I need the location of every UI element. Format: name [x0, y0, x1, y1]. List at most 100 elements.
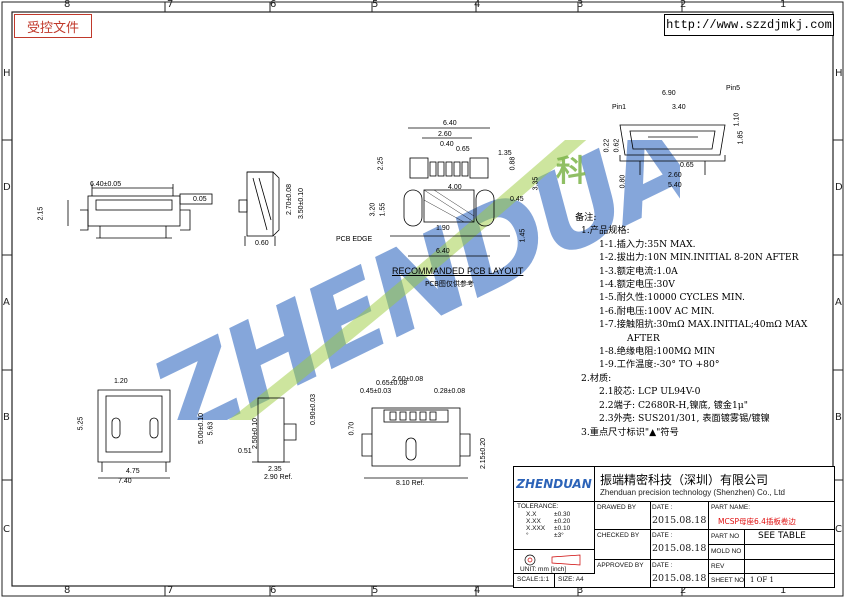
date-label: DATE :	[652, 504, 673, 511]
projection-cell: UNIT: mm [inch]	[514, 549, 595, 574]
dim-label: 2.60	[438, 131, 452, 138]
frame-letter-right: H	[835, 68, 843, 79]
dim-label: 2.70±0.08	[286, 183, 294, 216]
dim-label: 3.20	[369, 202, 377, 217]
company-logo: ZHENDUAN	[514, 467, 595, 501]
note-line: 1.产品规格:	[581, 225, 630, 237]
note-line: 2.2端子: C2680R-H,镍底, 镀金1μ"	[599, 399, 749, 411]
note-line: 1-4.额定电压:30V	[599, 279, 675, 291]
dim-label: 5.00±0.10	[198, 412, 206, 445]
dim-label: 0.70	[348, 421, 356, 436]
dim-label: 2.90 Ref.	[264, 474, 293, 481]
date-value: 2015.08.18	[652, 573, 707, 584]
signoff-column: DRAWED BY CHECKED BY APPROVED BY	[594, 501, 651, 587]
dim-label: 2.35	[268, 466, 282, 473]
frame-number-bottom: 1	[780, 585, 787, 596]
dim-label: 5.40	[668, 182, 682, 189]
dim-label: 1.55	[379, 202, 387, 217]
dim-label: 5.25	[77, 416, 85, 431]
sheet-label: SHEET NO	[711, 577, 745, 584]
frame-number-top: 2	[680, 0, 687, 10]
tolerance-value: ±0.20	[554, 518, 571, 525]
part-name-label: PART NAME:	[711, 504, 751, 511]
dim-label: 0.62	[613, 138, 621, 153]
date-column: DATE : 2015.08.18 DATE : 2015.08.18 DATE…	[650, 501, 709, 587]
tolerance-key: X.XX	[526, 518, 541, 525]
dim-label: 2.25	[377, 156, 385, 171]
front-bottom-view-drawing	[361, 407, 471, 479]
note-line: 2.1胶芯: LCP UL94V-0	[599, 386, 701, 398]
part-no-value: SEE TABLE	[758, 531, 806, 541]
frame-number-bottom: 5	[372, 585, 379, 596]
sheet-value: 1 OF 1	[750, 576, 774, 584]
date-label: DATE :	[652, 532, 673, 539]
dim-label: 3.50±0.10	[298, 187, 306, 220]
frame-number-top: 1	[780, 0, 787, 10]
notes-heading: 备注:	[575, 212, 597, 223]
tolerance-value: ±0.30	[554, 511, 571, 518]
note-line: AFTER	[627, 332, 660, 344]
dim-label: 8.10 Ref.	[396, 480, 425, 487]
note-line: 1-3.额定电流:1.0A	[599, 265, 678, 277]
dim-label: 2.60	[668, 172, 682, 179]
website-url[interactable]: http://www.szzdjmkj.com	[664, 14, 834, 36]
tolerance-value: ±0.10	[554, 525, 571, 532]
date-value: 2015.08.18	[652, 543, 707, 554]
frame-letter-right: A	[835, 297, 842, 308]
dim-label: 0.40	[440, 141, 454, 148]
dim-label: 4.75	[126, 468, 140, 475]
controlled-document-stamp: 受控文件	[14, 14, 92, 38]
frame-letter-left: A	[3, 297, 10, 308]
note-line: 1-6.耐电压:100V AC MIN.	[599, 305, 715, 317]
frame-number-top: 3	[577, 0, 584, 10]
company-name-cn: 振端精密科技（深圳）有限公司	[600, 473, 769, 487]
note-line: 1-9.工作温度:-30° TO +80°	[599, 359, 720, 371]
dim-label: 0.88	[509, 156, 517, 171]
dim-label: 6.40±0.05	[90, 181, 122, 188]
title-block: ZHENDUAN 振端精密科技（深圳）有限公司 Zhenduan precisi…	[513, 466, 835, 588]
frame-number-top: 6	[270, 0, 277, 10]
frame-letter-left: D	[3, 182, 11, 193]
frame-letter-right: B	[835, 412, 842, 423]
frame-number-bottom: 8	[64, 585, 71, 596]
frame-number-top: 4	[474, 0, 481, 10]
dim-label: 6.40	[436, 248, 450, 255]
frame-number-bottom: 2	[680, 585, 687, 596]
date-value: 2015.08.18	[652, 515, 707, 526]
note-line: 2.材质:	[581, 372, 612, 384]
frame-letter-left: B	[3, 412, 10, 423]
dim-label: 1.10	[733, 112, 741, 127]
dim-label: 6.40	[443, 120, 457, 127]
dim-label: 0.28±0.08	[434, 388, 466, 395]
tolerance-row: X.XXX ±0.10	[526, 525, 586, 532]
watermark-accent-glyph: 科	[556, 154, 586, 189]
tolerance-key: °	[526, 532, 529, 539]
spec-notes: 备注: 1.产品规格:1-1.插入力:35N MAX.1-2.拔出力:10N M…	[575, 211, 815, 439]
note-line: 1-8.绝缘电阻:100MΩ MIN	[599, 346, 716, 358]
drawn-by-label: DRAWED BY	[597, 504, 637, 511]
dim-label: 0.65	[456, 146, 470, 153]
part-name-value: MCSP母座6.4插板卷边	[718, 517, 796, 526]
tolerance-key: X.X	[526, 511, 537, 518]
frame-number-bottom: 3	[577, 585, 584, 596]
dim-label: 1.85	[737, 130, 745, 145]
note-line: 1-7.接触阻抗:30mΩ MAX.INITIAL;40mΩ MAX	[599, 319, 808, 331]
frame-number-top: 5	[372, 0, 379, 10]
pin1-label: Pin1	[612, 104, 627, 111]
pcb-layout-subtitle: PCB图仅供参考	[425, 280, 474, 288]
note-line: 1-5.耐久性:10000 CYCLES MIN.	[599, 292, 745, 304]
dim-label: 7.40	[118, 478, 132, 485]
company-name-en: Zhenduan precision technology (Shenzhen)…	[600, 488, 786, 497]
mold-no-label: MOLD NO	[711, 548, 742, 555]
part-no-label: PART NO	[711, 533, 740, 540]
tolerance-key: X.XXX	[526, 525, 546, 532]
tolerance-row: X.X ±0.30	[526, 511, 586, 518]
tolerance-row: X.XX ±0.20	[526, 518, 586, 525]
top-right-view-drawing	[619, 124, 726, 175]
frame-letter-right: C	[835, 524, 842, 535]
frame-letter-left: H	[3, 68, 11, 79]
dim-label: 0.80	[619, 174, 627, 189]
dim-label: 0.65±0.08	[376, 380, 408, 387]
dim-label: 2.15	[37, 206, 45, 221]
logo-text: ZHENDUAN	[516, 477, 592, 491]
